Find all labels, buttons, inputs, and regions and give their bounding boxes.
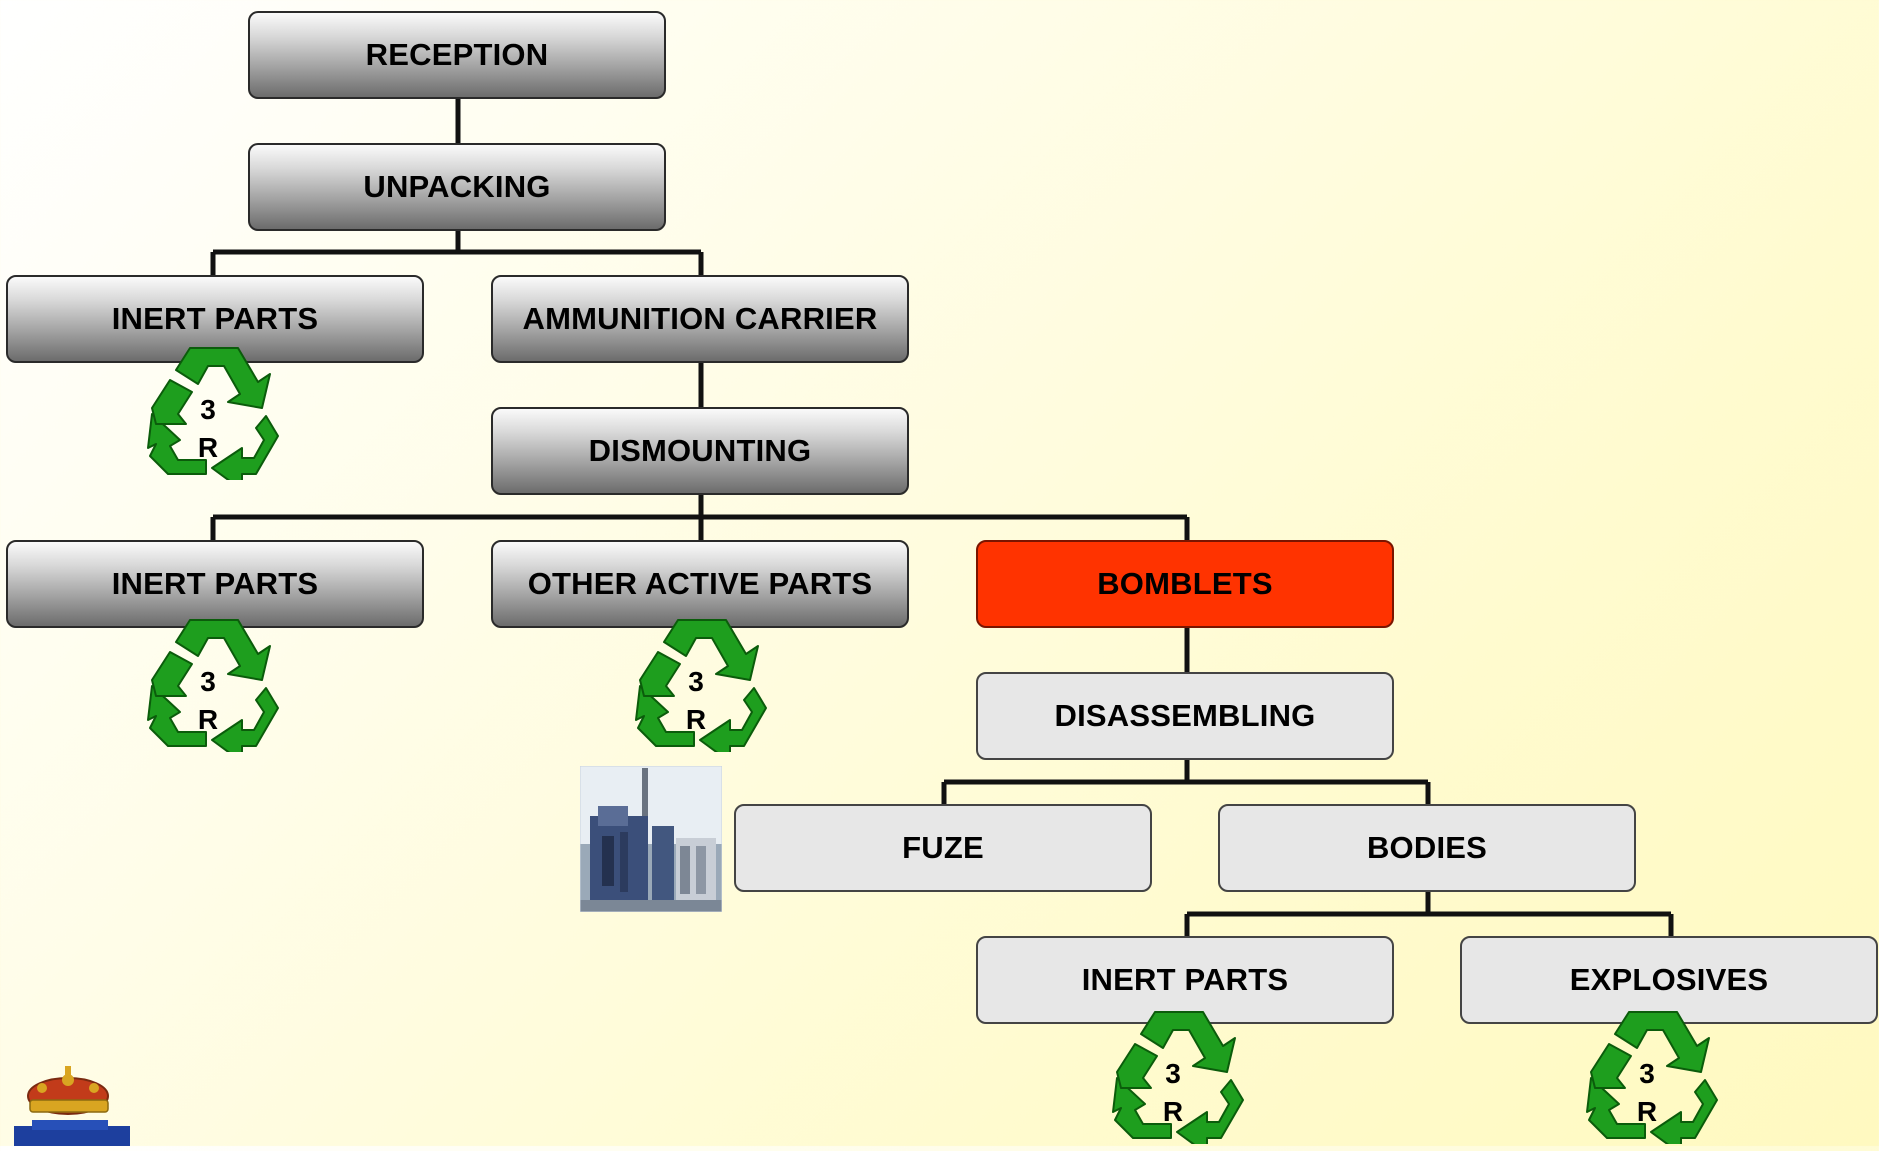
- node-inert-parts-3: INERT PARTS: [976, 936, 1394, 1024]
- recycle-icon: 3 R: [1585, 1008, 1721, 1144]
- recycle-letter: R: [1636, 1096, 1658, 1127]
- node-disassembling: DISASSEMBLING: [976, 672, 1394, 760]
- node-bodies: BODIES: [1218, 804, 1636, 892]
- recycle-number: 3: [200, 394, 216, 425]
- recycle-number: 3: [1639, 1058, 1655, 1089]
- node-inert-parts-2: INERT PARTS: [6, 540, 424, 628]
- machine-photo: [579, 765, 723, 913]
- recycle-icon: 3 R: [1111, 1008, 1247, 1144]
- node-ammunition-carrier: AMMUNITION CARRIER: [491, 275, 909, 363]
- node-reception: RECEPTION: [248, 11, 666, 99]
- recycle-number: 3: [688, 666, 704, 697]
- recycle-number: 3: [200, 666, 216, 697]
- recycle-icon: 3 R: [146, 616, 282, 752]
- recycle-icon: 3 R: [146, 344, 282, 480]
- recycle-letter: R: [197, 704, 219, 735]
- recycle-icon: 3 R: [634, 616, 770, 752]
- node-dismounting: DISMOUNTING: [491, 407, 909, 495]
- crest-logo: [12, 1062, 132, 1146]
- recycle-number: 3: [1165, 1058, 1181, 1089]
- node-other-active-parts: OTHER ACTIVE PARTS: [491, 540, 909, 628]
- recycle-letter: R: [1162, 1096, 1184, 1127]
- recycle-letter: R: [685, 704, 707, 735]
- node-bomblets: BOMBLETS: [976, 540, 1394, 628]
- recycle-letter: R: [197, 432, 219, 463]
- node-fuze: FUZE: [734, 804, 1152, 892]
- node-explosives: EXPLOSIVES: [1460, 936, 1878, 1024]
- node-unpacking: UNPACKING: [248, 143, 666, 231]
